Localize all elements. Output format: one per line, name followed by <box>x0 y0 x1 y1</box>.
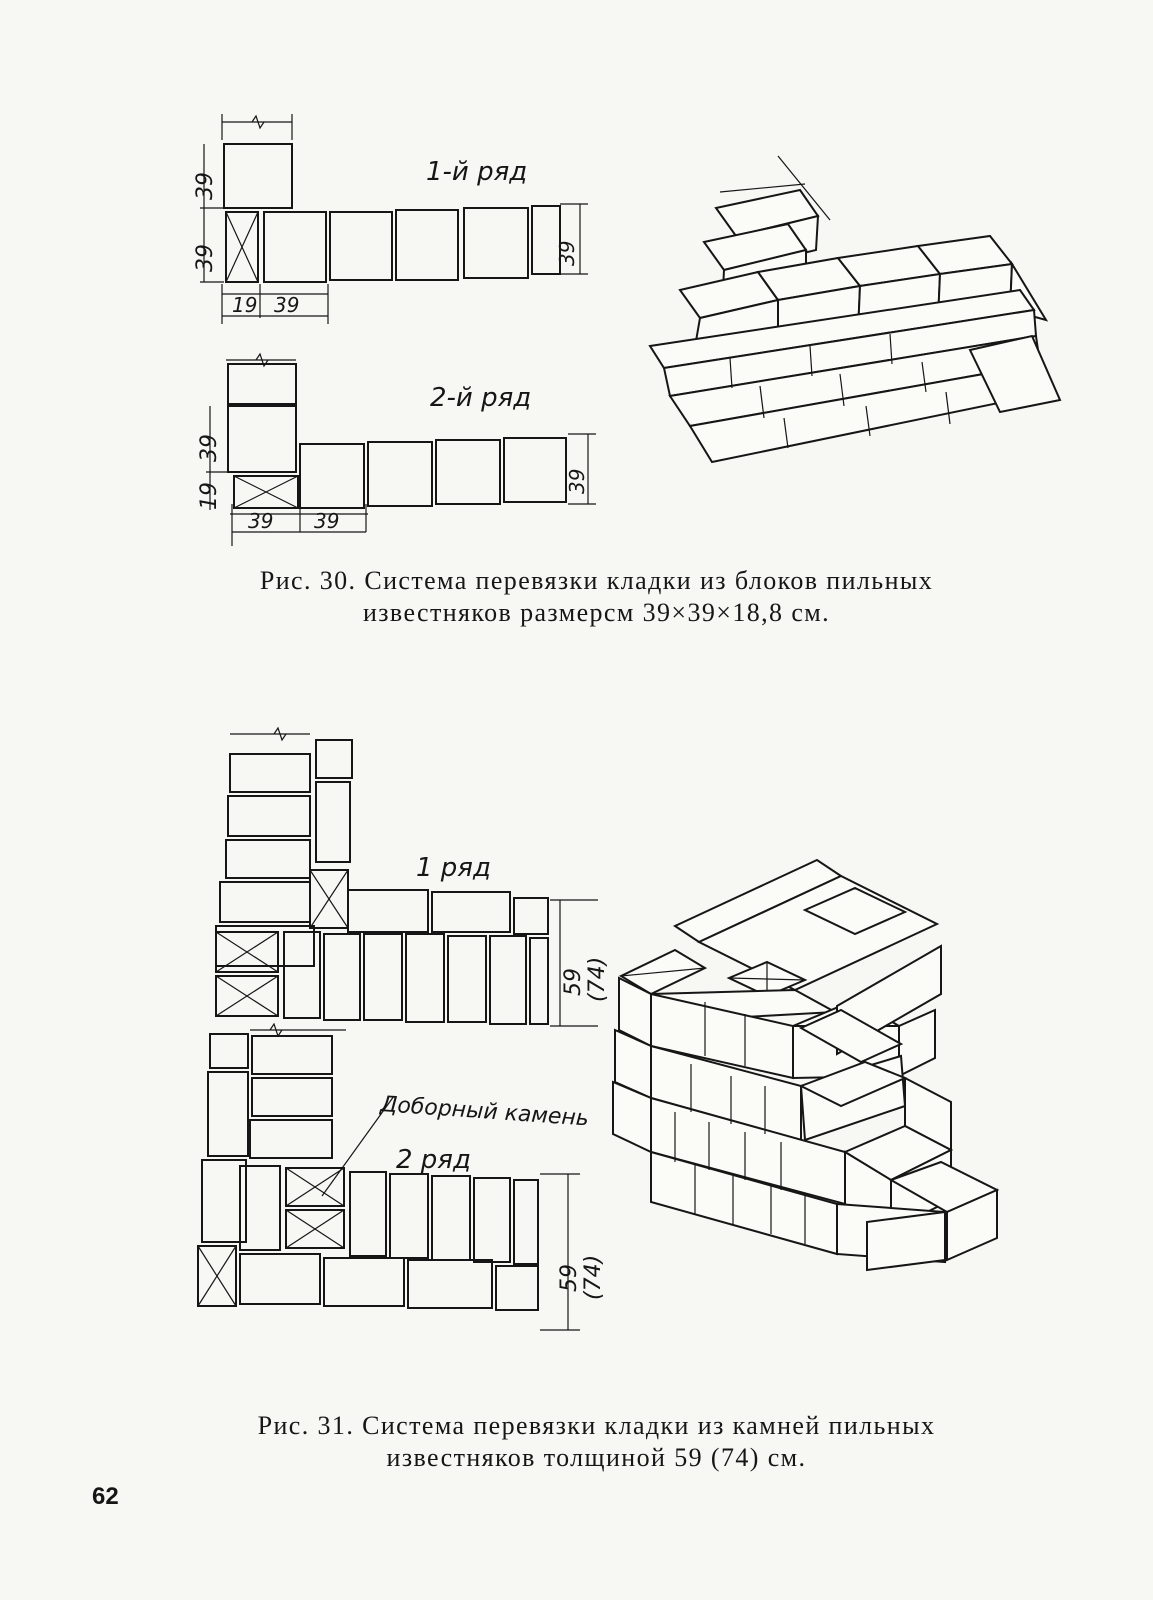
fig31-row1-label: 1 ряд <box>416 853 491 883</box>
fig30-dim-left-top: 39 <box>193 172 218 200</box>
figure-31-caption: Рис. 31. Система перевязки кладки из кам… <box>0 1410 1153 1474</box>
fig31-row2-dim-alt: (74) <box>581 1255 606 1300</box>
fig31-row2-dim-main: 59 <box>557 1264 582 1292</box>
fig30-row2-label: 2-й ряд <box>430 383 531 413</box>
figure-31-isometric-drawing <box>612 858 1000 1272</box>
figure-30-plans: 1-й ряд 2-й ряд 39 39 19 39 39 39 19 39 … <box>160 100 620 560</box>
fig30-row2-dim-left-top: 39 <box>197 434 222 462</box>
fig30-row2-dim-bottom-b: 39 <box>314 509 339 533</box>
fig31-row1-dim-alt: (74) <box>585 957 610 1002</box>
figure-30-isometric-drawing <box>648 155 1062 464</box>
fig30-dim-bottom-a: 19 <box>232 293 257 317</box>
figure-31-isometric <box>605 850 1025 1310</box>
fig30-row2-dim-right: 39 <box>565 469 589 494</box>
fig31-row2-label: 2 ряд <box>396 1145 471 1175</box>
page-number: 62 <box>92 1483 119 1510</box>
fig31-extra-stone-label: Доборный камень <box>378 1092 589 1132</box>
figure-31-caption-line1: Рис. 31. Система перевязки кладки из кам… <box>257 1411 936 1440</box>
fig30-dim-left-bottom: 39 <box>193 244 218 272</box>
figure-31-caption-line2: известняков толщиной 59 (74) см. <box>386 1443 807 1472</box>
figure-30-isometric <box>640 150 1070 490</box>
fig30-dim-right: 39 <box>555 241 579 266</box>
fig30-row2-dim-bottom-a: 39 <box>248 509 273 533</box>
figure-31-plans: 1 ряд 2 ряд Доборный камень 59 (74) 59 (… <box>180 720 620 1360</box>
fig30-row1-label: 1-й ряд <box>426 157 527 187</box>
figure-30-caption-line1: Рис. 30. Система перевязки кладки из бло… <box>259 566 934 595</box>
figure-30-caption: Рис. 30. Система перевязки кладки из бло… <box>0 565 1153 629</box>
fig30-row2-dim-left-bottom: 19 <box>197 482 222 510</box>
figure-31-plan-drawing: 1 ряд 2 ряд Доборный камень 59 (74) 59 (… <box>197 726 610 1331</box>
fig31-row1-dim-main: 59 <box>561 968 586 996</box>
figure-30-plan-drawing: 1-й ряд 2-й ряд 39 39 19 39 39 39 19 39 … <box>193 114 596 546</box>
fig30-dim-bottom-b: 39 <box>274 293 299 317</box>
figure-30-caption-line2: известняков размерсм 39×39×18,8 см. <box>362 598 831 627</box>
